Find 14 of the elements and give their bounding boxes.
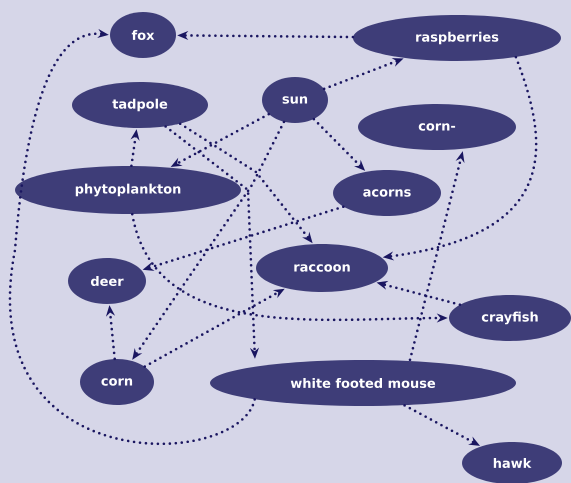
food-web-node: fox bbox=[110, 12, 176, 58]
food-web-node: white footed mouse bbox=[210, 360, 516, 406]
food-web-node: raccoon bbox=[256, 244, 388, 292]
food-web-node: tadpole bbox=[72, 82, 208, 128]
food-web-node: hawk bbox=[462, 442, 562, 483]
food-web-node: deer bbox=[68, 258, 146, 304]
dotted-arrow bbox=[8, 28, 256, 444]
food-web-node: corn- bbox=[358, 104, 516, 150]
food-web-node: acorns bbox=[333, 170, 441, 216]
food-web-node: sun bbox=[262, 77, 328, 123]
food-web-node: corn bbox=[80, 359, 154, 405]
food-web-node: crayfish bbox=[449, 295, 571, 341]
food-web-node: phytoplankton bbox=[15, 166, 241, 214]
food-web-node: raspberries bbox=[353, 15, 561, 61]
